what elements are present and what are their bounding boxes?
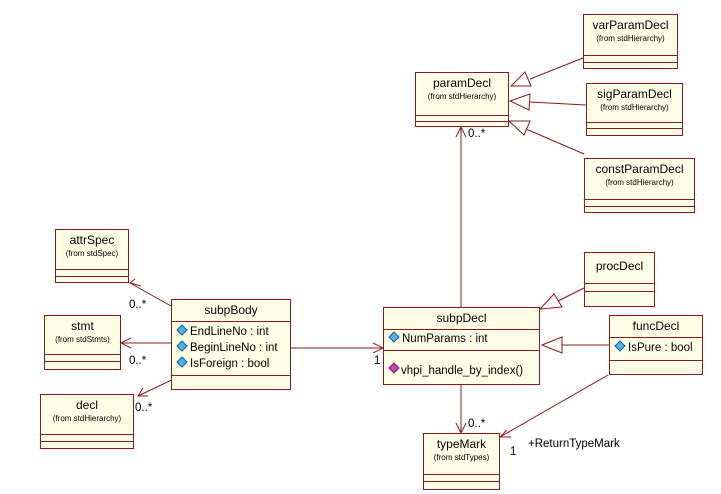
attribute-compartment	[45, 354, 120, 355]
class-package: (from stdTypes)	[433, 453, 490, 462]
class-name: sigParamDecl	[597, 87, 672, 101]
attribute-text: IsPure : bool	[628, 342, 693, 354]
attribute-compartment: EndLineNo : int BeginLineNo : int IsFore…	[172, 321, 290, 372]
class-subpDecl[interactable]: subpDecl NumParams : int vhpi_handle_by_…	[383, 307, 540, 385]
attribute-item: IsPure : bool	[610, 340, 702, 356]
attribute-compartment	[584, 55, 677, 56]
operation-compartment	[172, 375, 290, 376]
attribute-text: EndLineNo : int	[190, 326, 269, 338]
class-name: typeMark	[436, 437, 487, 451]
public-attribute-icon	[388, 331, 400, 343]
class-typeMark[interactable]: typeMark (from stdTypes)	[423, 433, 500, 490]
attribute-item: NumParams : int	[384, 331, 539, 347]
class-package: (from stdStmts)	[55, 335, 110, 344]
operation-compartment	[56, 276, 128, 277]
role-return-type-mark: +ReturnTypeMark	[528, 438, 620, 450]
class-sigParamDecl[interactable]: sigParamDecl (from stdHierarchy)	[586, 83, 683, 136]
assoc-funcDecl-typeMark	[499, 374, 609, 438]
gen-arrowhead-sigParamDecl	[508, 93, 531, 111]
gen-varParamDecl	[529, 57, 584, 80]
multiplicity-decl: 0..*	[135, 402, 153, 414]
class-package: (from stdSpec)	[65, 249, 119, 258]
operation-compartment	[584, 62, 677, 63]
public-attribute-icon	[176, 356, 188, 368]
multiplicity-typeMark-one: 1	[510, 446, 517, 458]
attribute-text: BeginLineNo : int	[190, 342, 278, 354]
gen-constParamDecl	[525, 128, 585, 155]
attribute-compartment	[416, 115, 508, 116]
attribute-item: IsForeign : bool	[172, 356, 290, 372]
assoc-subpBody-attrSpec	[129, 282, 172, 307]
class-name: subpBody	[204, 303, 258, 317]
multiplicity-paramDecl: 0..*	[468, 128, 486, 140]
operation-compartment	[585, 206, 694, 207]
attribute-item: BeginLineNo : int	[172, 340, 290, 356]
class-package: (from stdHierarchy)	[596, 34, 665, 43]
multiplicity-stmt: 0..*	[129, 355, 147, 367]
attribute-compartment	[587, 122, 682, 123]
gen-arrowhead-varParamDecl	[509, 71, 532, 87]
operation-text: vhpi_handle_by_index()	[401, 365, 524, 377]
class-stmt[interactable]: stmt (from stdStmts)	[44, 315, 121, 370]
class-procDecl[interactable]: procDecl	[584, 252, 655, 307]
arrowhead-stmt	[119, 337, 132, 349]
class-name: attrSpec	[69, 233, 115, 247]
attribute-compartment: IsPure : bool	[610, 337, 702, 356]
gen-arrowhead-procDecl	[538, 293, 563, 310]
class-package: (from stdHierarchy)	[52, 414, 122, 423]
arrowhead-decl	[137, 387, 148, 397]
class-paramDecl[interactable]: paramDecl (from stdHierarchy)	[415, 72, 509, 127]
class-name: funcDecl	[632, 319, 680, 333]
multiplicity-attrSpec: 0..*	[129, 299, 147, 311]
multiplicity-subpDecl-one: 1	[374, 355, 381, 367]
gen-arrowhead-funcDecl	[540, 336, 563, 354]
operation-compartment	[41, 441, 133, 442]
class-name: constParamDecl	[595, 162, 684, 176]
class-decl[interactable]: decl (from stdHierarchy)	[40, 394, 134, 449]
operation-compartment	[45, 361, 120, 362]
class-name: varParamDecl	[592, 18, 669, 32]
public-attribute-icon	[176, 340, 188, 352]
class-name: subpDecl	[436, 311, 487, 325]
class-attrSpec[interactable]: attrSpec (from stdSpec)	[55, 229, 129, 283]
operation-compartment	[587, 128, 682, 129]
gen-arrowhead-constParamDecl	[507, 120, 531, 136]
arrowhead-attrSpec	[128, 278, 142, 287]
class-name: stmt	[71, 319, 94, 333]
attribute-compartment	[585, 199, 694, 200]
attribute-item: EndLineNo : int	[172, 324, 290, 340]
class-package: (from stdHierarchy)	[427, 92, 497, 101]
public-operation-icon	[388, 362, 400, 374]
attribute-compartment	[585, 283, 654, 284]
multiplicity-typeMark: 0..*	[468, 418, 486, 430]
class-subpBody[interactable]: subpBody EndLineNo : int BeginLineNo : i…	[171, 299, 291, 390]
class-name: paramDecl	[432, 76, 492, 90]
class-name: decl	[75, 398, 98, 412]
class-name: procDecl	[595, 259, 644, 273]
class-package: (from stdHierarchy)	[605, 178, 674, 187]
operation-compartment: vhpi_handle_by_index()	[384, 350, 539, 379]
class-funcDecl[interactable]: funcDecl IsPure : bool	[609, 315, 703, 375]
class-package: (from stdHierarchy)	[600, 103, 669, 112]
operation-compartment	[424, 481, 499, 482]
operation-compartment	[585, 291, 654, 292]
attribute-compartment	[424, 474, 499, 475]
class-varParamDecl[interactable]: varParamDecl (from stdHierarchy)	[583, 14, 678, 69]
attribute-compartment	[56, 269, 128, 270]
attribute-compartment: NumParams : int	[384, 329, 539, 347]
operation-item: vhpi_handle_by_index()	[384, 362, 539, 379]
gen-sigParamDecl	[529, 101, 587, 106]
attribute-text: NumParams : int	[402, 333, 488, 345]
public-attribute-icon	[614, 340, 626, 352]
attribute-text: IsForeign : bool	[190, 358, 270, 370]
operation-compartment	[416, 121, 508, 122]
attribute-compartment	[41, 434, 133, 435]
operation-compartment	[610, 360, 702, 361]
arrowhead-typeMark-return	[498, 429, 511, 438]
class-constParamDecl[interactable]: constParamDecl (from stdHierarchy)	[584, 158, 695, 213]
gen-procDecl	[557, 287, 585, 302]
public-attribute-icon	[176, 324, 188, 336]
arrowhead-paramDecl	[455, 125, 467, 138]
